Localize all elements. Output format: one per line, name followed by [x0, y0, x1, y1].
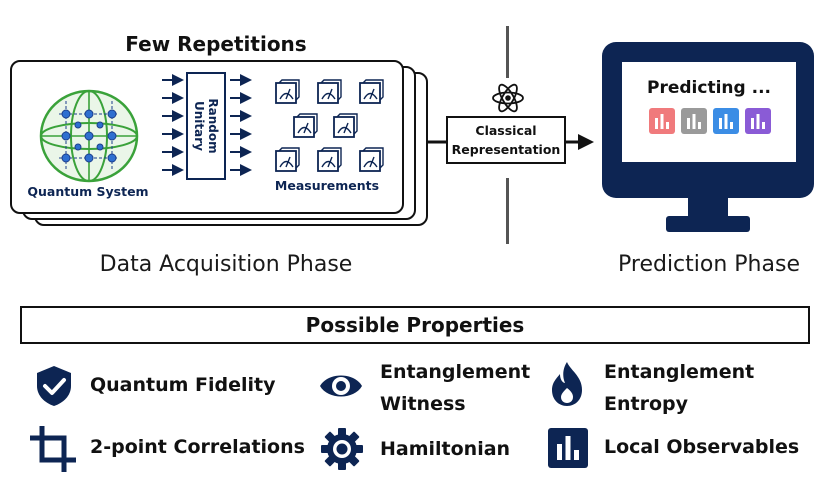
eye-icon — [320, 375, 362, 397]
predicting-text: Predicting ... — [647, 78, 771, 98]
property-label-text: Entanglement Entropy — [604, 361, 755, 415]
prediction-phase-label: Prediction Phase — [618, 252, 800, 277]
atom-icon — [492, 83, 524, 113]
property-label: Entanglement Entropy — [604, 356, 774, 420]
bar-icon-blue — [713, 108, 739, 134]
unitary-label-line1: Random — [206, 98, 220, 154]
monitor-neck — [688, 196, 728, 218]
quantum-system-label: Quantum System — [27, 184, 149, 199]
property-label-text: Entanglement Witness — [380, 361, 531, 415]
random-unitary-box: Random Unitary — [186, 72, 226, 180]
measurements-label: Measurements — [274, 178, 380, 193]
unitary-output-arrows — [230, 74, 252, 176]
quantum-system-sphere — [39, 89, 139, 183]
bar-icon-purple — [745, 108, 771, 134]
shield-check-icon — [37, 366, 71, 406]
bar-icon-red — [649, 108, 675, 134]
gear-icon — [321, 428, 363, 470]
properties-header-text: Possible Properties — [305, 313, 525, 337]
acquisition-header: Few Repetitions — [125, 32, 307, 56]
property-label: Local Observables — [604, 436, 800, 458]
possible-properties-header: Possible Properties — [20, 306, 810, 344]
divider-bottom — [506, 178, 509, 244]
measurement-meters — [275, 79, 384, 172]
property-label: Entanglement Witness — [380, 356, 540, 420]
flame-icon — [552, 362, 582, 406]
property-label: 2-point Correlations — [90, 436, 305, 458]
unitary-label-line2: Unitary — [192, 101, 206, 151]
prediction-chart-icons — [649, 108, 771, 134]
property-label: Hamiltonian — [380, 438, 511, 460]
property-label: Quantum Fidelity — [90, 374, 276, 396]
monitor-base — [666, 216, 750, 232]
classical-line1: Classical — [475, 123, 537, 138]
bar-chart-icon — [548, 428, 588, 468]
classical-line2: Representation — [451, 142, 561, 157]
divider-top — [506, 26, 509, 78]
bar-icon-gray — [681, 108, 707, 134]
unitary-input-arrows — [162, 74, 184, 176]
crop-icon — [30, 426, 76, 472]
classical-representation-box: Classical Representation — [446, 116, 566, 164]
acquisition-phase-label: Data Acquisition Phase — [99, 252, 353, 277]
